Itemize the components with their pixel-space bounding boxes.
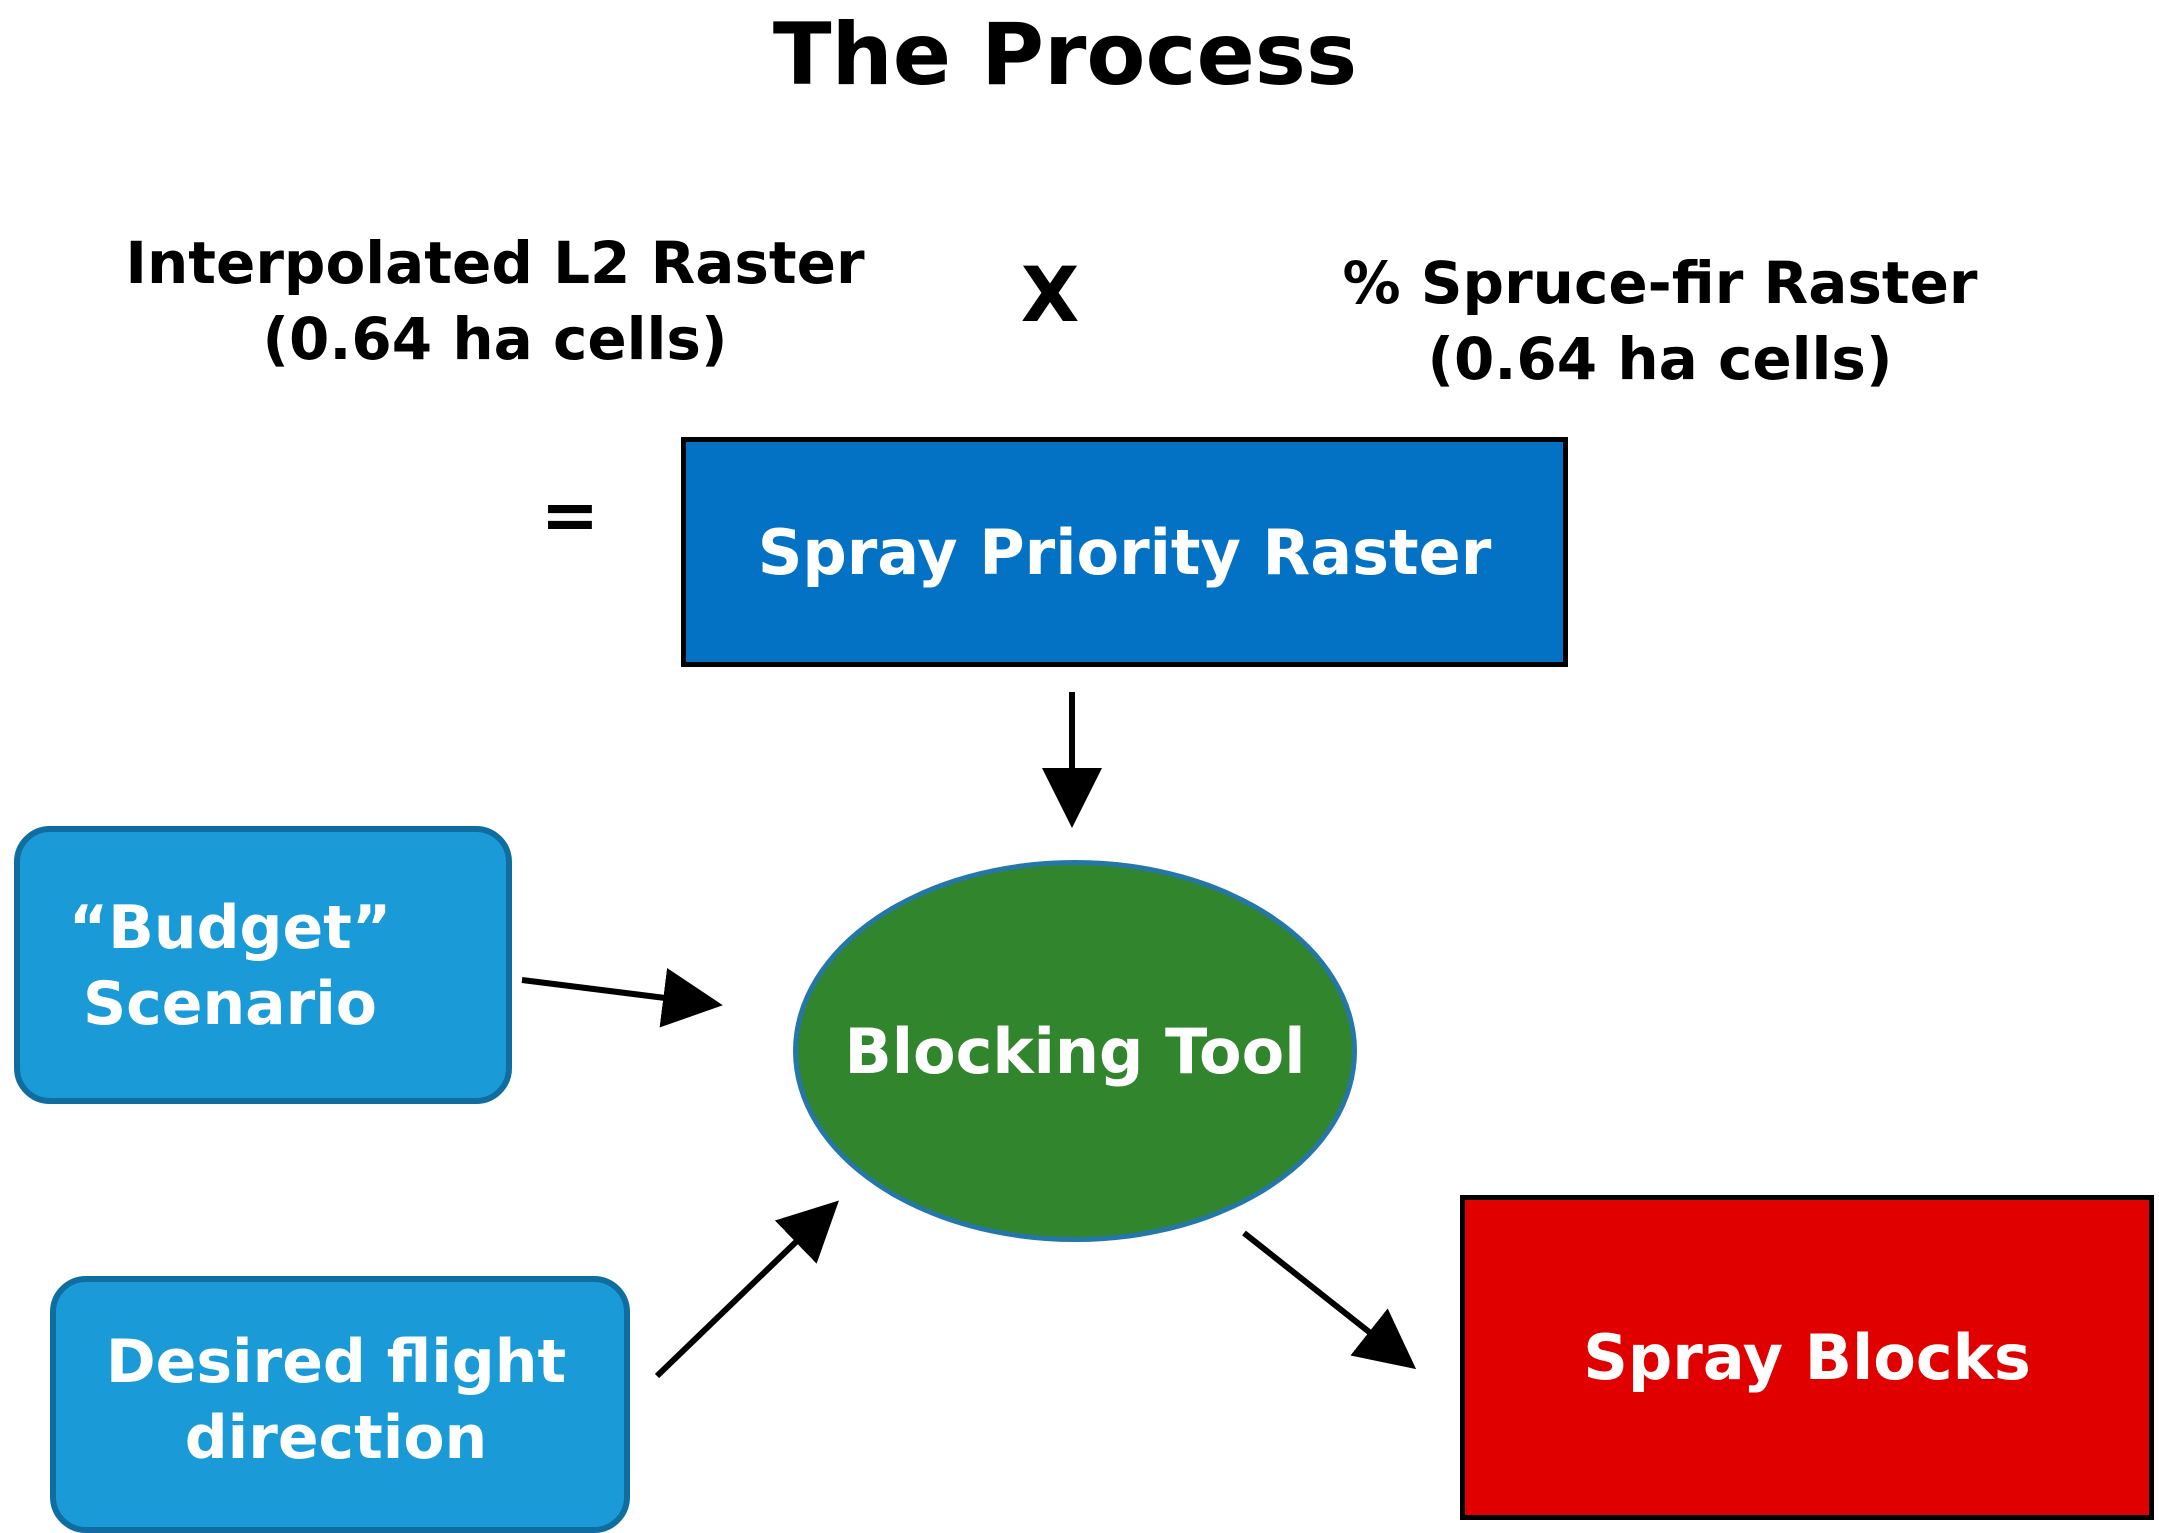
desired-flight-direction-label: Desired flight direction (86, 1324, 586, 1476)
blocking-tool-label: Blocking Tool (844, 1014, 1306, 1088)
arrow-budget-to-blocking (521, 967, 723, 1028)
arrow-flight-to-blocking (654, 1200, 839, 1379)
arrow-blocking-to-spray-blocks (1242, 1230, 1417, 1370)
desired-flight-direction-line2: direction (184, 1403, 488, 1473)
interpolated-l2-raster-cells: (0.64 ha cells) (262, 305, 728, 373)
spruce-fir-raster-title: % Spruce-fir Raster (1342, 249, 1978, 317)
interpolated-l2-raster-label: Interpolated L2 Raster (0.64 ha cells) (95, 225, 895, 377)
desired-flight-direction-line1: Desired flight (105, 1327, 567, 1397)
spray-blocks-box: Spray Blocks (1460, 1195, 2154, 1520)
spruce-fir-raster-cells: (0.64 ha cells) (1427, 325, 1893, 393)
spruce-fir-raster-label: % Spruce-fir Raster (0.64 ha cells) (1300, 245, 2020, 397)
desired-flight-direction-box: Desired flight direction (50, 1276, 630, 1533)
budget-scenario-box: “Budget” Scenario (14, 826, 512, 1104)
budget-scenario-label: “Budget” Scenario (60, 890, 400, 1042)
spray-blocks-label: Spray Blocks (1583, 1321, 2031, 1394)
spray-priority-raster-label: Spray Priority Raster (757, 515, 1492, 589)
blocking-tool-node: Blocking Tool (793, 860, 1357, 1242)
equals-operator: = (540, 474, 600, 556)
budget-scenario-line1: “Budget” (68, 893, 392, 963)
multiply-operator: X (1020, 250, 1080, 339)
interpolated-l2-raster-title: Interpolated L2 Raster (125, 229, 865, 297)
page-title: The Process (772, 5, 1358, 105)
budget-scenario-line2: Scenario (82, 969, 378, 1039)
spray-priority-raster-box: Spray Priority Raster (681, 437, 1568, 667)
